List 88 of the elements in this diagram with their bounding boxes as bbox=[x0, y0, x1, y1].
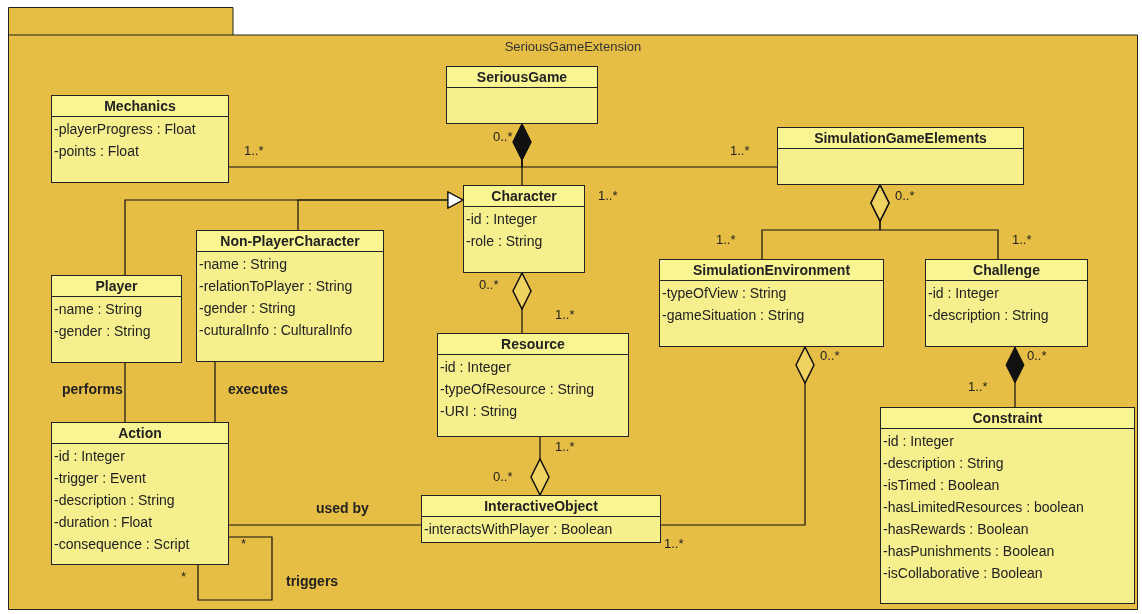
association-line bbox=[124, 362, 126, 423]
attribute: -description : String bbox=[53, 491, 176, 510]
association-line bbox=[228, 524, 422, 526]
class-name: Mechanics bbox=[52, 96, 228, 117]
composition-connector bbox=[1005, 346, 1025, 408]
attribute: -gameSituation : String bbox=[661, 306, 806, 325]
multiplicity-label: 1..* bbox=[555, 439, 575, 454]
edge-label: used by bbox=[316, 500, 369, 516]
attribute: -gender : String bbox=[198, 299, 297, 318]
multiplicity-label: 1..* bbox=[598, 188, 618, 203]
edge-label: performs bbox=[62, 381, 123, 397]
multiplicity-label: * bbox=[181, 569, 187, 584]
attribute: -id : Integer bbox=[927, 284, 1000, 303]
multiplicity-label: 0..* bbox=[895, 188, 915, 203]
class-box bbox=[880, 407, 1135, 604]
association-line bbox=[197, 536, 273, 601]
multiplicity-label: 0..* bbox=[493, 129, 513, 144]
attribute: -isCollaborative : Boolean bbox=[882, 564, 1044, 583]
attribute: -id : Integer bbox=[53, 447, 126, 466]
composition-connector bbox=[512, 123, 532, 186]
attribute: -id : Integer bbox=[882, 432, 955, 451]
aggregation-connector bbox=[512, 272, 532, 334]
attribute: -description : String bbox=[882, 454, 1005, 473]
multiplicity-label: * bbox=[241, 536, 247, 551]
attribute: -name : String bbox=[198, 255, 288, 274]
multiplicity-label: 0..* bbox=[820, 348, 840, 363]
multiplicity-label: 1..* bbox=[968, 379, 988, 394]
class-box bbox=[437, 333, 629, 437]
class-name: SimulationEnvironment bbox=[660, 260, 883, 281]
attribute: -typeOfResource : String bbox=[439, 380, 596, 399]
attribute: -points : Float bbox=[53, 142, 140, 161]
attribute: -isTimed : Boolean bbox=[882, 476, 1001, 495]
class-box bbox=[51, 422, 229, 565]
class-box bbox=[51, 275, 182, 363]
class-name: SimulationGameElements bbox=[778, 128, 1023, 149]
attribute: -cuturalInfo : CulturalInfo bbox=[198, 321, 354, 340]
multiplicity-label: 1..* bbox=[716, 232, 736, 247]
multiplicity-label: 1..* bbox=[244, 143, 264, 158]
attribute: -URI : String bbox=[439, 402, 518, 421]
attribute: -id : Integer bbox=[465, 210, 538, 229]
class-name: Player bbox=[52, 276, 181, 297]
attribute: -typeOfView : String bbox=[661, 284, 788, 303]
aggregation-connector bbox=[870, 184, 999, 260]
class-box bbox=[659, 259, 884, 347]
class-box bbox=[421, 495, 661, 543]
generalization-arrow bbox=[297, 191, 464, 231]
multiplicity-label: 1..* bbox=[664, 536, 684, 551]
attribute: -hasPunishments : Boolean bbox=[882, 542, 1056, 561]
class-name: Constraint bbox=[881, 408, 1134, 429]
attribute: -interactsWithPlayer : Boolean bbox=[423, 520, 614, 539]
multiplicity-label: 1..* bbox=[555, 307, 575, 322]
attribute: -trigger : Event bbox=[53, 469, 147, 488]
class-name: Action bbox=[52, 423, 228, 444]
attribute: -gender : String bbox=[53, 322, 152, 341]
aggregation-connector bbox=[530, 436, 550, 496]
multiplicity-label: 0..* bbox=[493, 469, 513, 484]
multiplicity-label: 0..* bbox=[1027, 348, 1047, 363]
class-box bbox=[446, 66, 598, 124]
class-name: InteractiveObject bbox=[422, 496, 660, 517]
package-title: SeriousGameExtension bbox=[503, 39, 643, 54]
attribute: -description : String bbox=[927, 306, 1050, 325]
multiplicity-label: 1..* bbox=[1012, 232, 1032, 247]
attribute: -hasRewards : Boolean bbox=[882, 520, 1030, 539]
multiplicity-label: 1..* bbox=[730, 143, 750, 158]
edge-label: executes bbox=[228, 381, 288, 397]
attribute: -name : String bbox=[53, 300, 143, 319]
class-box bbox=[777, 127, 1024, 185]
edge-label: triggers bbox=[286, 573, 339, 589]
class-name: Resource bbox=[438, 334, 628, 355]
class-name: Character bbox=[464, 186, 584, 207]
class-name: SeriousGame bbox=[447, 67, 597, 88]
package-frame bbox=[8, 7, 1138, 610]
attribute: -duration : Float bbox=[53, 513, 154, 532]
aggregation-connector bbox=[660, 346, 815, 526]
class-box bbox=[925, 259, 1088, 347]
class-box bbox=[463, 185, 585, 273]
class-box bbox=[51, 95, 229, 183]
class-name: Challenge bbox=[926, 260, 1087, 281]
multiplicity-label: 0..* bbox=[479, 277, 499, 292]
class-box bbox=[196, 230, 384, 362]
attribute: -role : String bbox=[465, 232, 544, 251]
attribute: -playerProgress : Float bbox=[53, 120, 197, 139]
class-name: Non-PlayerCharacter bbox=[197, 231, 383, 252]
attribute: -id : Integer bbox=[439, 358, 512, 377]
attribute: -relationToPlayer : String bbox=[198, 277, 354, 296]
attribute: -hasLimitedResources : boolean bbox=[882, 498, 1085, 517]
association-line bbox=[214, 361, 216, 423]
attribute: -consequence : Script bbox=[53, 535, 191, 554]
